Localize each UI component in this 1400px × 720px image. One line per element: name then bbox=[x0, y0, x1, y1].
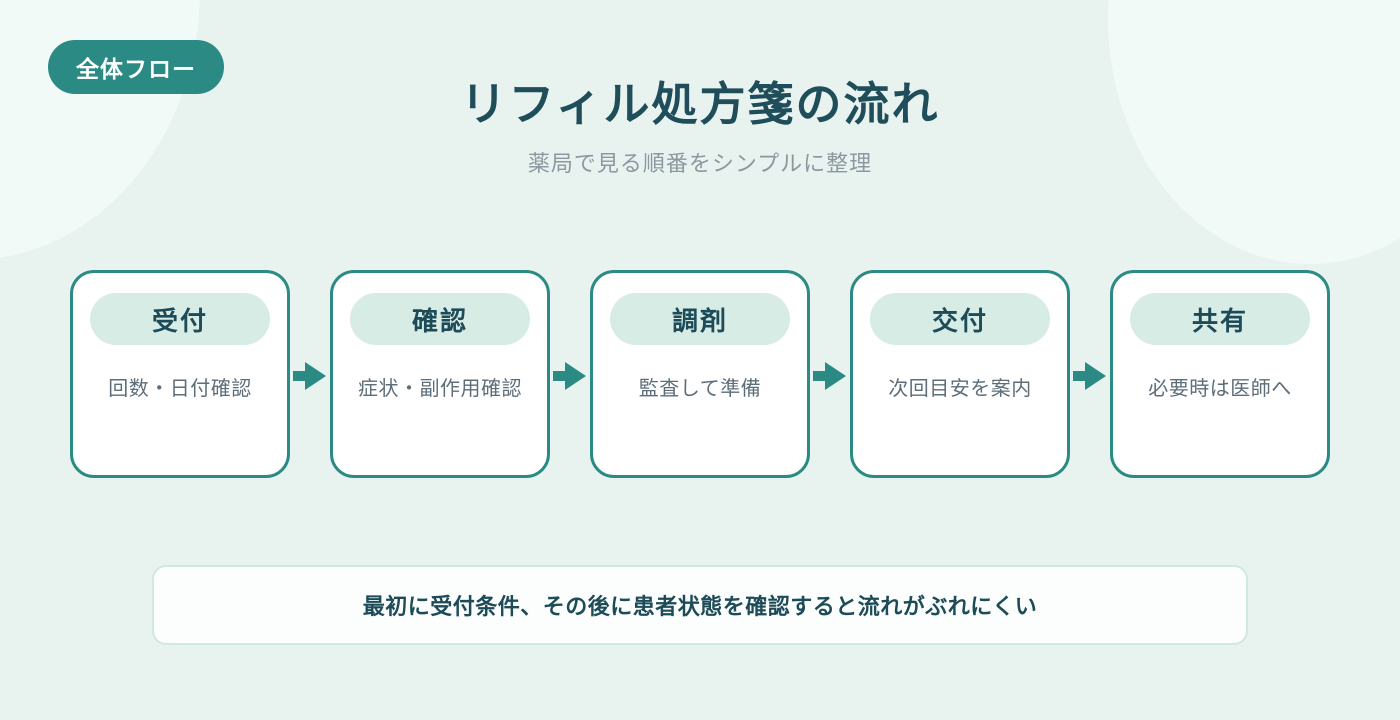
overall-flow-badge: 全体フロー bbox=[48, 40, 224, 94]
step-description: 次回目安を案内 bbox=[888, 378, 1032, 400]
step-description: 監査して準備 bbox=[638, 378, 762, 400]
step-label-pill: 受付 bbox=[90, 293, 270, 345]
step-card-check: 確認 症状・副作用確認 bbox=[330, 270, 550, 478]
header: リフィル処方箋の流れ 薬局で見る順番をシンプルに整理 bbox=[0, 68, 1400, 178]
step-description: 症状・副作用確認 bbox=[358, 378, 522, 400]
arrow-right-icon bbox=[810, 362, 850, 390]
flow-row: 受付 回数・日付確認 確認 症状・副作用確認 調剤 監査して準備 交付 次回目安… bbox=[0, 270, 1400, 478]
footer-note: 最初に受付条件、その後に患者状態を確認すると流れがぶれにくい bbox=[152, 565, 1248, 645]
arrow-right-icon bbox=[290, 362, 330, 390]
step-card-handover: 交付 次回目安を案内 bbox=[850, 270, 1070, 478]
step-description: 必要時は医師へ bbox=[1148, 378, 1292, 400]
arrow-right-icon bbox=[550, 362, 590, 390]
step-label-pill: 共有 bbox=[1130, 293, 1310, 345]
arrow-right-icon bbox=[1070, 362, 1110, 390]
step-description: 回数・日付確認 bbox=[108, 378, 252, 400]
step-label-pill: 確認 bbox=[350, 293, 530, 345]
step-label-pill: 調剤 bbox=[610, 293, 790, 345]
step-card-reception: 受付 回数・日付確認 bbox=[70, 270, 290, 478]
step-card-dispense: 調剤 監査して準備 bbox=[590, 270, 810, 478]
page-subtitle: 薬局で見る順番をシンプルに整理 bbox=[527, 151, 873, 176]
step-label-pill: 交付 bbox=[870, 293, 1050, 345]
step-card-share: 共有 必要時は医師へ bbox=[1110, 270, 1330, 478]
page-title: リフィル処方箋の流れ bbox=[460, 78, 940, 130]
